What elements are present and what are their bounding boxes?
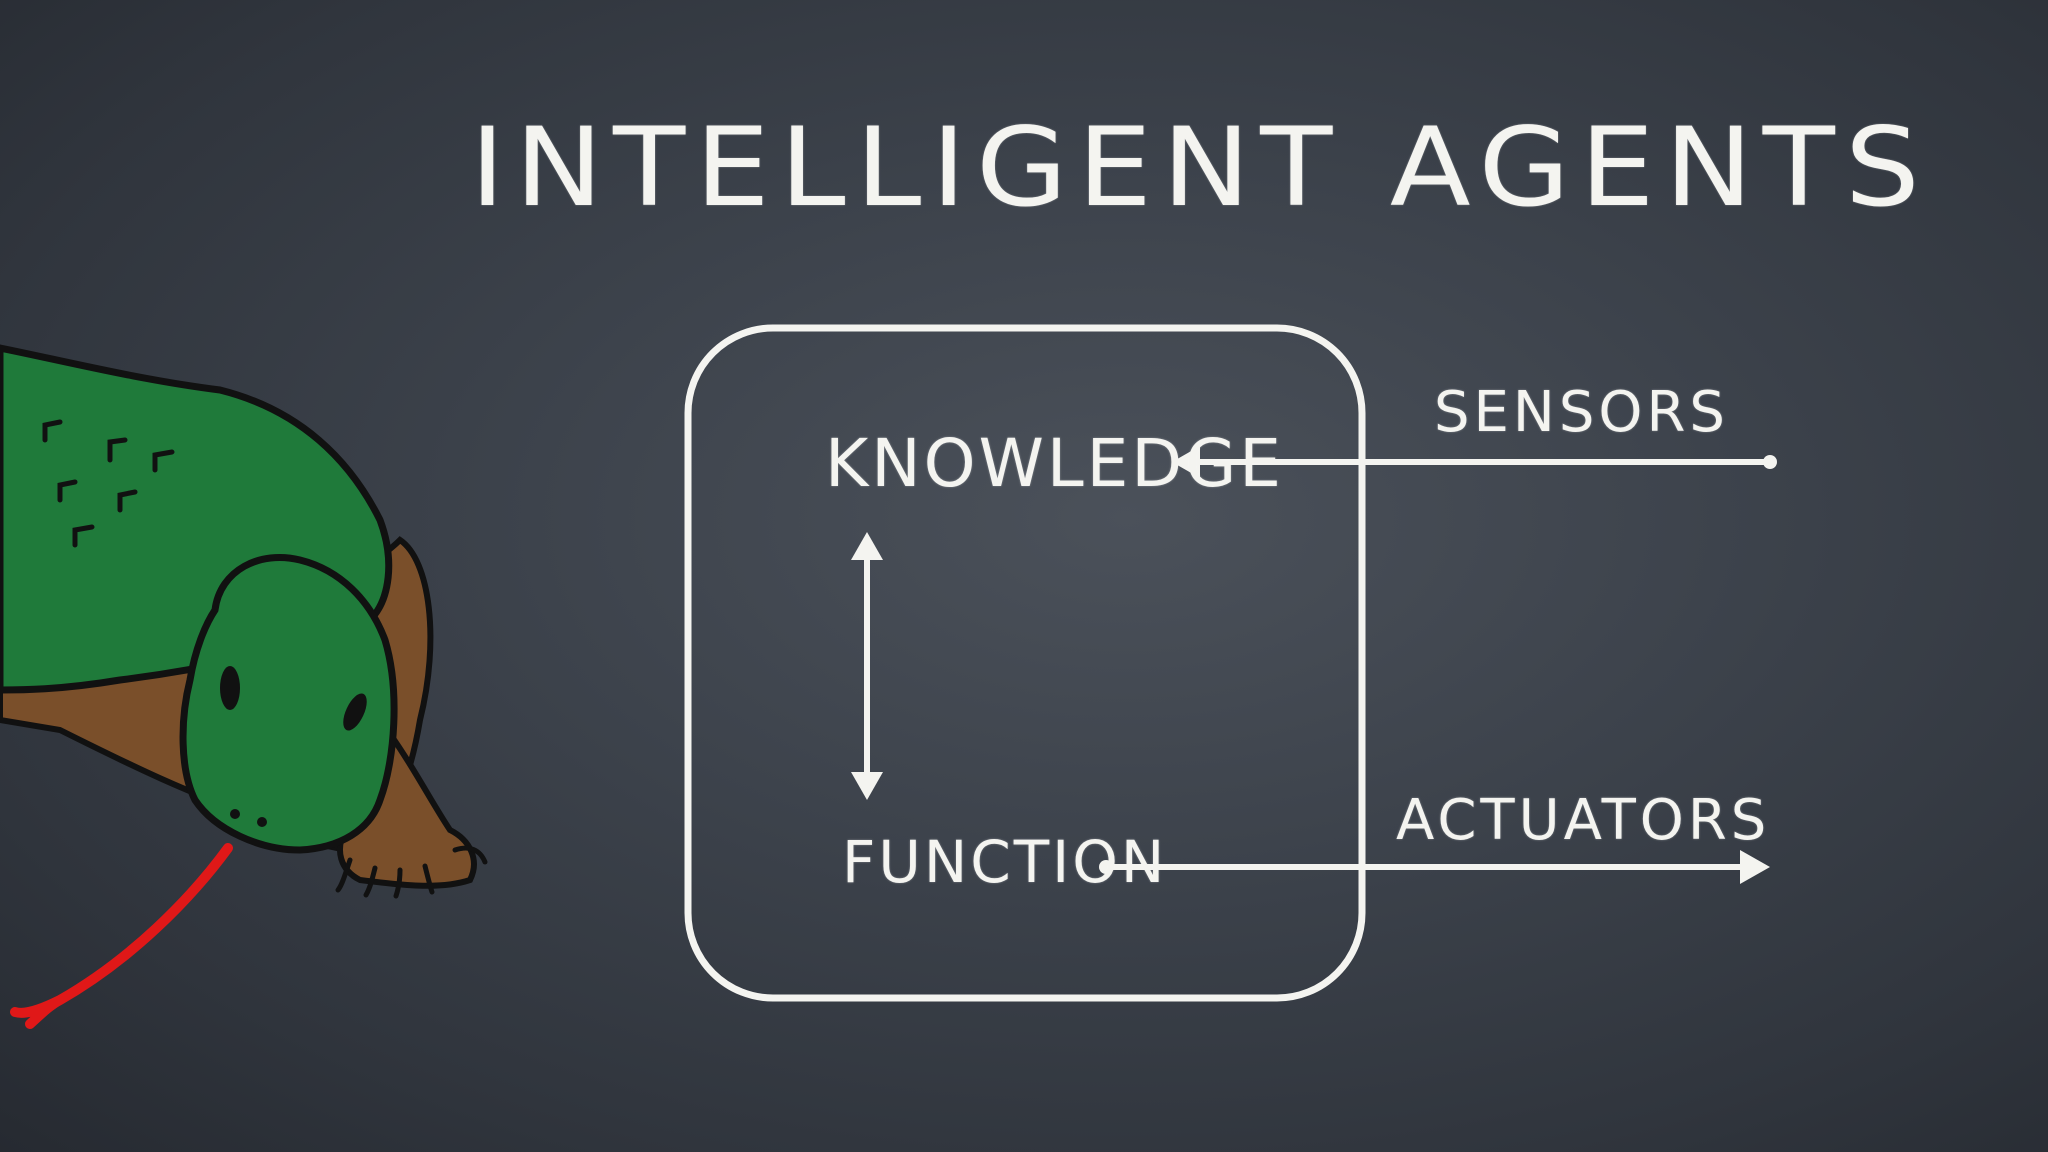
double-arrow-down-icon	[851, 772, 883, 800]
sensors-arrow-tail	[1763, 455, 1777, 469]
lizard-eye-left	[220, 666, 240, 710]
lizard-claws	[335, 845, 488, 899]
lizard-eye-right	[343, 693, 367, 731]
sensors-arrowhead-icon	[1172, 446, 1200, 478]
slide-title: Intelligent Agents	[470, 104, 1930, 231]
sensors-label: Sensors	[1434, 380, 1729, 445]
function-label: Function	[842, 828, 1168, 896]
lizard-nostril-2	[257, 817, 267, 827]
lizard-tongue	[10, 843, 233, 1029]
actuators-arrowhead-icon	[1740, 850, 1770, 884]
agent-box	[684, 324, 1366, 1002]
lizard-head	[179, 553, 398, 854]
actuators-label: Actuators	[1396, 788, 1771, 853]
knowledge-label: Knowledge	[825, 425, 1284, 502]
double-arrow-up-icon	[851, 532, 883, 560]
actuators-arrow-tail	[1099, 860, 1113, 874]
lizard-scales	[42, 419, 175, 548]
lizard-nostril	[230, 809, 240, 819]
